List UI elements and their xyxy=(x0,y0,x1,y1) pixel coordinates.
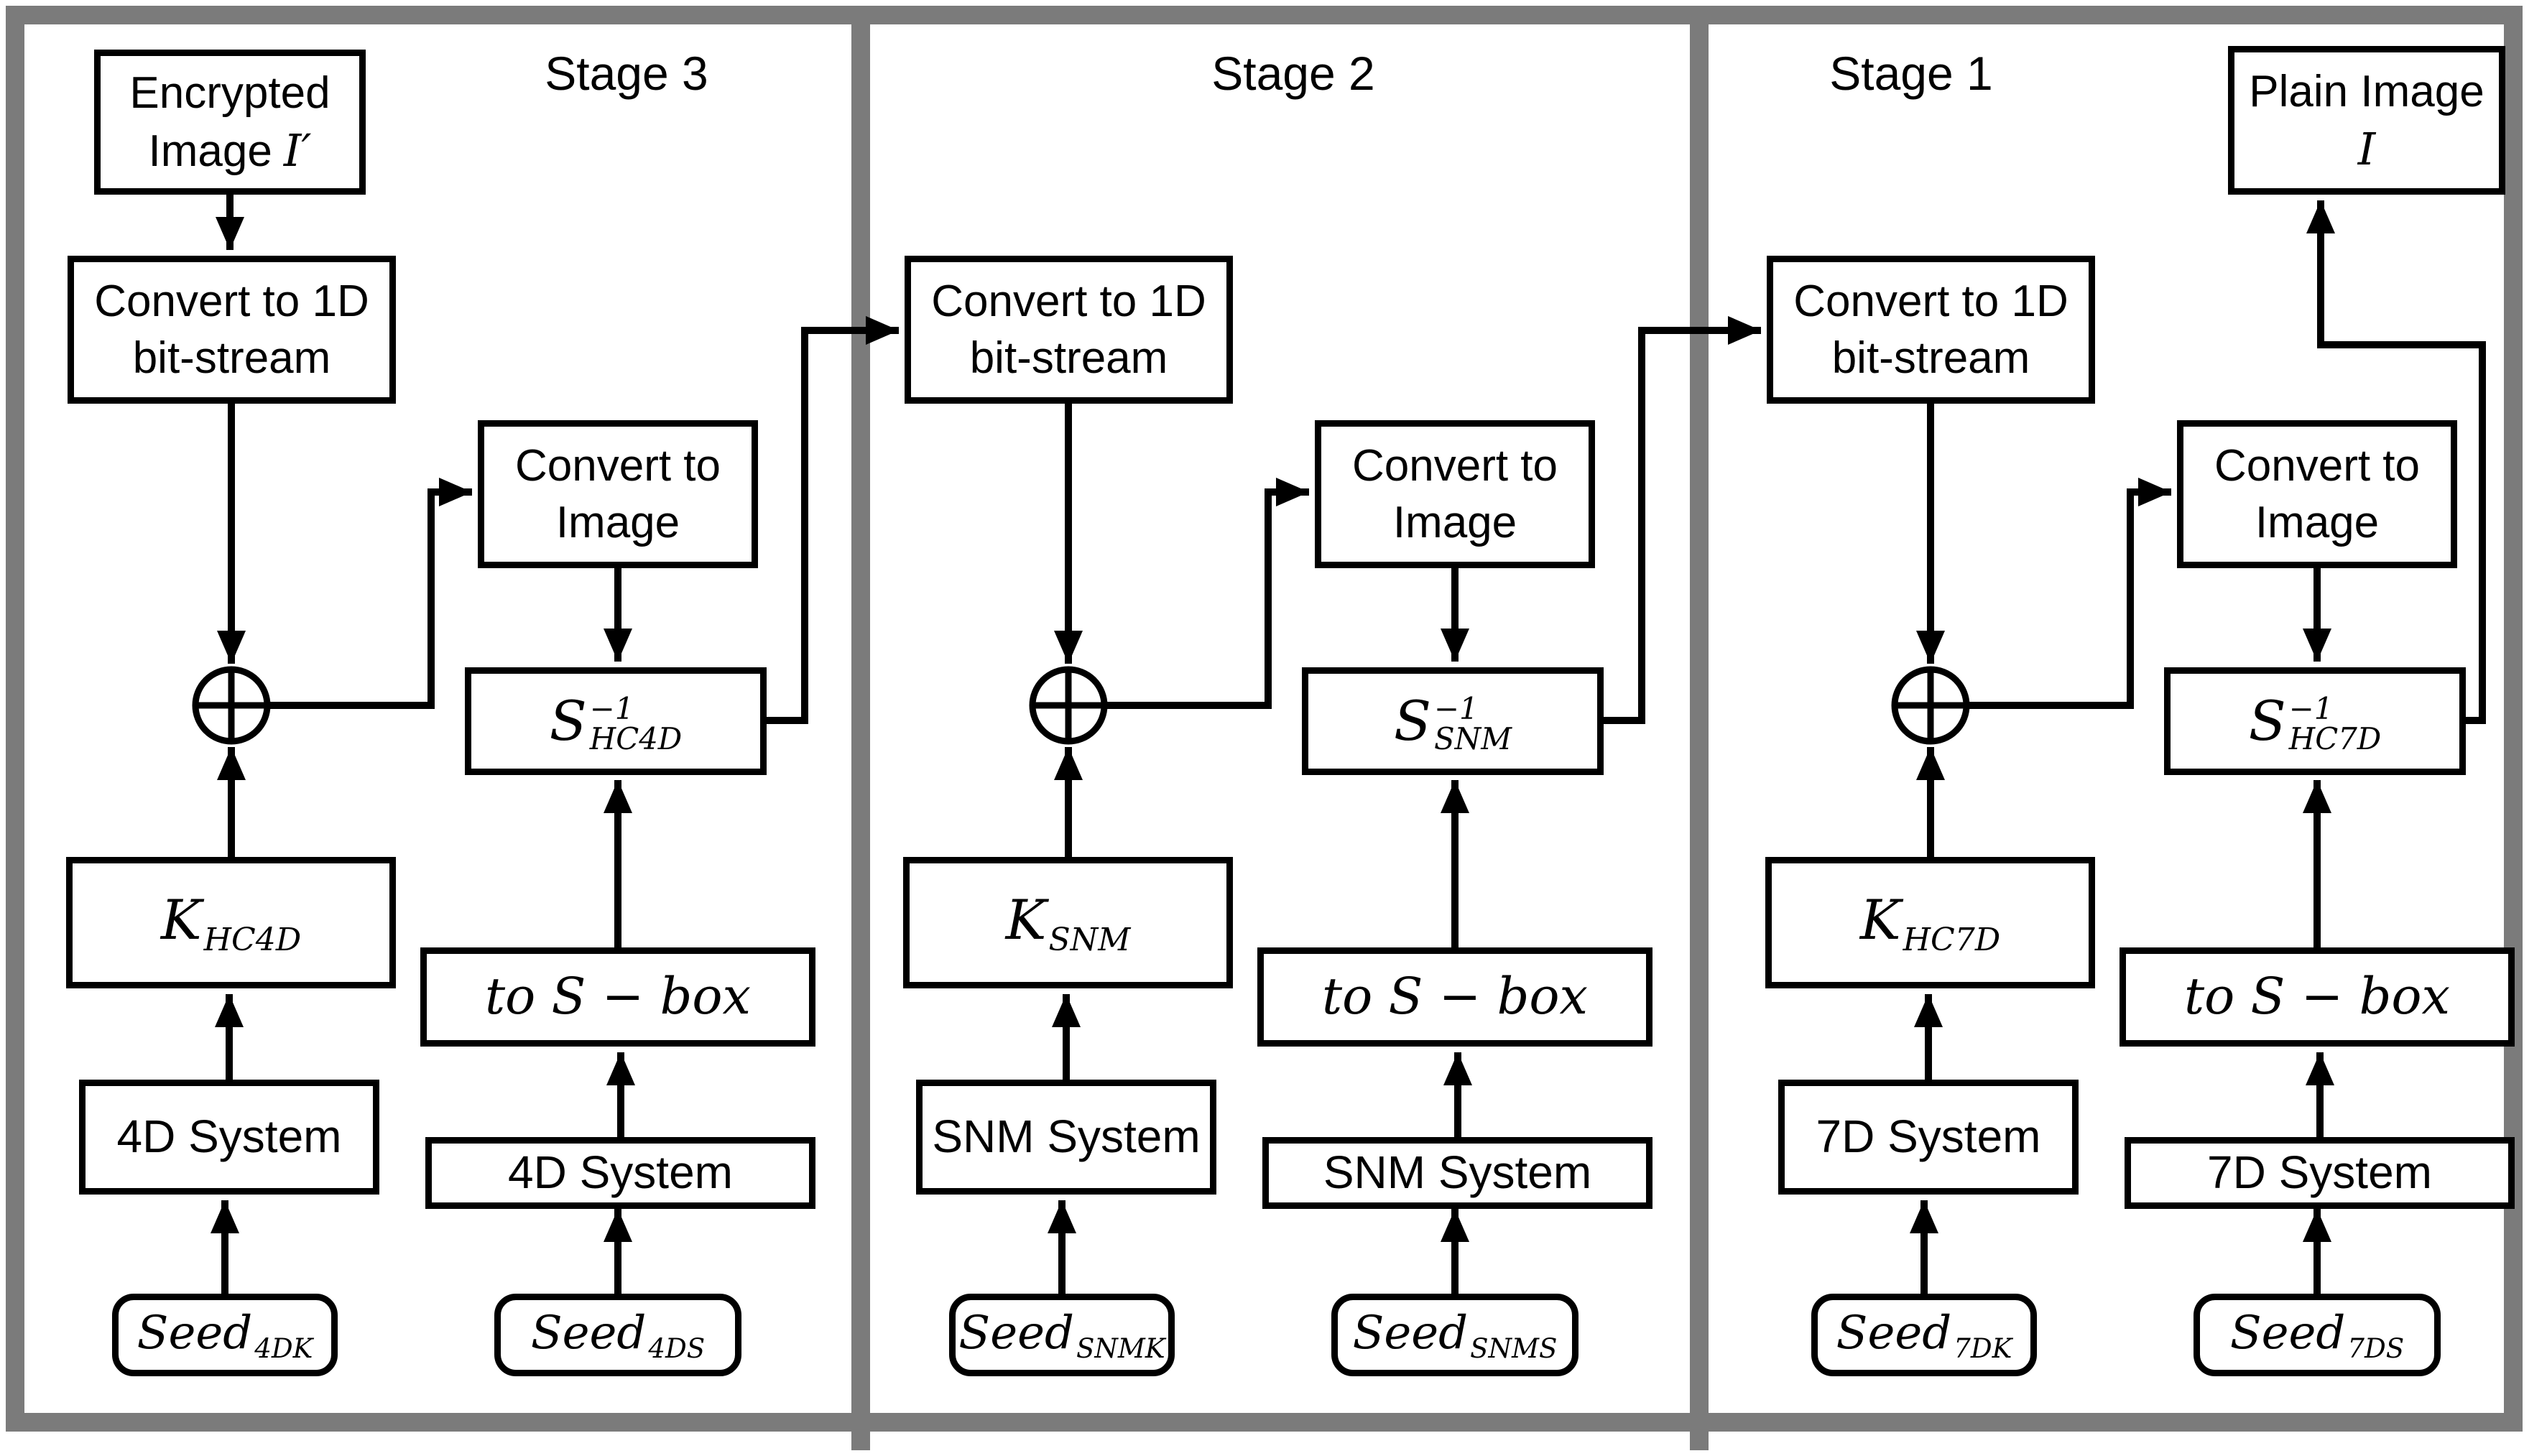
subscript: HC7D xyxy=(1903,921,2001,958)
to-sbox-label: to S − box xyxy=(2183,967,2451,1026)
superscript: −1 xyxy=(1434,690,1479,726)
subscript: SNMK xyxy=(1076,1332,1165,1364)
subscript: HC4D xyxy=(589,721,683,757)
system-label: 7D System xyxy=(2207,1146,2432,1199)
panel-divider-2 xyxy=(1690,6,1709,1450)
stage3-convert-1d-box: Convert to 1D bit-stream xyxy=(68,256,396,404)
box-line: bit-stream xyxy=(969,333,1168,383)
subscript: HC7D xyxy=(2288,721,2382,757)
stage2-key-seed-box: SeedSNMK xyxy=(949,1294,1175,1376)
stage1-convert-1d-box: Convert to 1D bit-stream xyxy=(1767,256,2095,404)
box-line: Convert to 1D xyxy=(1793,276,2068,326)
box-line: Encrypted xyxy=(129,68,330,119)
system-label: SNM System xyxy=(932,1110,1201,1163)
stage3-key-system-box: 4D System xyxy=(79,1080,379,1195)
stage3-key-seed-box: Seed4DK xyxy=(112,1294,338,1376)
subscript: SNMS xyxy=(1470,1332,1558,1364)
stage1-label: Stage 1 xyxy=(1829,47,1993,100)
box-line: Image I′ xyxy=(149,122,312,180)
subscript: 7DS xyxy=(2347,1332,2405,1364)
seed-label: SeedSNMS xyxy=(1352,1306,1558,1364)
box-line: bit-stream xyxy=(132,333,331,383)
stage3-keystream-box: KHC4D xyxy=(66,857,396,988)
box-line: bit-stream xyxy=(1831,333,2030,383)
seed-label: Seed7DK xyxy=(1836,1306,2012,1364)
seed-label: Seed4DS xyxy=(530,1306,706,1364)
stage2-keystream-box: KSNM xyxy=(903,857,1233,988)
stage3-sbox-seed-box: Seed4DS xyxy=(494,1294,741,1376)
outer-frame xyxy=(6,6,2523,1432)
box-line: Plain Image xyxy=(2249,67,2484,117)
system-label: 4D System xyxy=(508,1146,733,1199)
stage1-key-system-box: 7D System xyxy=(1778,1080,2079,1195)
box-line: Convert to xyxy=(514,440,721,491)
subscript: 4DS xyxy=(648,1332,706,1364)
system-label: 7D System xyxy=(1816,1110,2041,1163)
subscript: SNM xyxy=(1048,921,1131,958)
subscript: 4DK xyxy=(254,1332,313,1364)
stage1-connectors xyxy=(1910,200,2486,1294)
box-line: I xyxy=(2358,121,2376,177)
key-label: KHC4D xyxy=(160,888,302,958)
system-label: SNM System xyxy=(1323,1146,1592,1199)
stage3-xor-junction-icon xyxy=(192,666,271,745)
system-label: 4D System xyxy=(116,1110,342,1163)
box-line: Convert to xyxy=(2214,440,2421,491)
subscript: 7DK xyxy=(1954,1332,2012,1364)
stage1-key-seed-box: Seed7DK xyxy=(1811,1294,2037,1376)
subscript: HC4D xyxy=(203,921,302,958)
box-line: Convert to 1D xyxy=(931,276,1206,326)
stage3-to-sbox-box: to S − box xyxy=(420,947,815,1047)
stage3-label: Stage 3 xyxy=(545,47,708,100)
superscript: −1 xyxy=(589,690,634,726)
stage2-to-sbox-box: to S − box xyxy=(1257,947,1652,1047)
stage1-xor-junction-icon xyxy=(1891,666,1970,745)
subscript: SNM xyxy=(1434,721,1512,757)
key-label: KHC7D xyxy=(1859,888,2001,958)
stage3-convert-image-box: Convert to Image xyxy=(478,420,758,568)
stage3-sbox-system-box: 4D System xyxy=(425,1137,815,1209)
stage1-sbox-seed-box: Seed7DS xyxy=(2194,1294,2441,1376)
seed-label: Seed4DK xyxy=(137,1306,313,1364)
stage1-convert-image-box: Convert to Image xyxy=(2177,420,2457,568)
to-sbox-label: to S − box xyxy=(484,967,752,1026)
box-line: Image xyxy=(1392,498,1517,547)
box-line: Image xyxy=(2255,498,2380,547)
stage2-xor-junction-icon xyxy=(1029,666,1108,745)
seed-label: Seed7DS xyxy=(2229,1306,2405,1364)
math-symbol: I′ xyxy=(283,124,312,177)
stage1-sbox-system-box: 7D System xyxy=(2125,1137,2515,1209)
stage1-keystream-box: KHC7D xyxy=(1765,857,2095,988)
box-line: Image xyxy=(555,498,680,547)
stage2-sbox-system-box: SNM System xyxy=(1262,1137,1652,1209)
stage3-encrypted-image-box: Encrypted Image I′ xyxy=(94,50,366,195)
stage2-convert-1d-box: Convert to 1D bit-stream xyxy=(905,256,1233,404)
stage1-plain-image-box: Plain Image I xyxy=(2228,46,2505,195)
stage1-to-sbox-box: to S − box xyxy=(2120,947,2515,1047)
box-line: Convert to xyxy=(1351,440,1558,491)
to-sbox-label: to S − box xyxy=(1321,967,1589,1026)
stage2-key-system-box: SNM System xyxy=(916,1080,1216,1195)
math-symbol: I xyxy=(2357,122,2376,175)
stage2-convert-image-box: Convert to Image xyxy=(1315,420,1595,568)
superscript: −1 xyxy=(2288,690,2334,726)
box-line: Convert to 1D xyxy=(94,276,369,326)
stage2-sbox-seed-box: SeedSNMS xyxy=(1331,1294,1578,1376)
panel-divider-1 xyxy=(851,6,870,1450)
stage2-label: Stage 2 xyxy=(1211,47,1375,100)
stage3-connectors xyxy=(211,195,899,1294)
key-label: KSNM xyxy=(1005,888,1131,958)
stage2-connectors xyxy=(1048,316,1761,1294)
seed-label: SeedSNMK xyxy=(958,1306,1165,1364)
